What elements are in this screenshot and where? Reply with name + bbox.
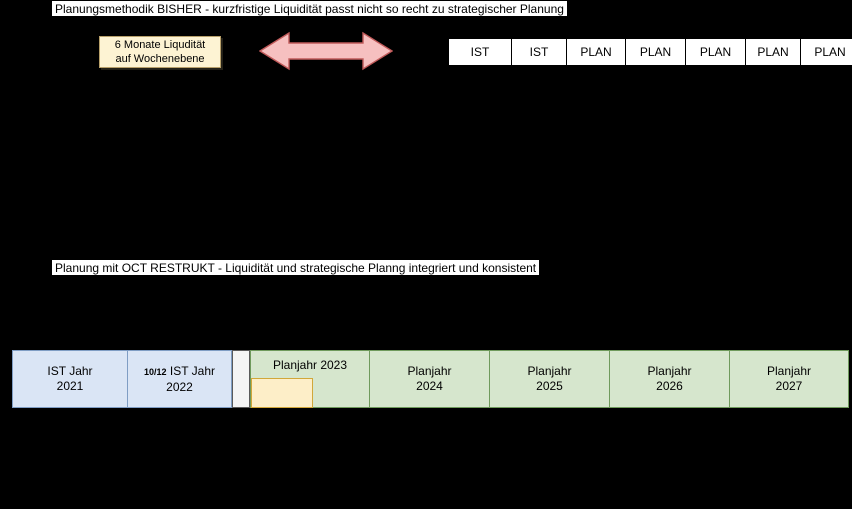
timeline-segment-prefix: 10/12 — [143, 366, 167, 377]
period-cell-2[interactable]: PLAN — [567, 39, 626, 65]
timeline-segment-year: 2022 — [166, 379, 193, 394]
period-cell-5[interactable]: PLAN — [746, 39, 801, 65]
timeline-segment-gap[interactable] — [232, 350, 250, 408]
period-header-row: IST IST PLAN PLAN PLAN PLAN PLAN — [448, 38, 852, 66]
timeline-segment-line1: Planjahr — [527, 364, 571, 379]
timeline-segment-title: Planjahr — [647, 364, 692, 378]
timeline-segment-line1: Planjahr — [767, 364, 811, 379]
timeline-segment-title: Planjahr — [766, 364, 812, 378]
period-cell-label: PLAN — [699, 45, 732, 59]
timeline-segment-line1: 10/12 IST Jahr — [144, 364, 215, 380]
period-cell-1[interactable]: IST — [512, 39, 567, 65]
timeline-segment-line1: Planjahr — [647, 364, 691, 379]
timeline-segment-title: Planjahr — [407, 364, 452, 378]
period-cell-label: PLAN — [814, 45, 846, 59]
timeline-segment-title: Planjahr 2023 — [272, 358, 348, 372]
period-cell-label: PLAN — [639, 45, 672, 59]
period-cell-label: IST — [529, 45, 549, 59]
timeline-segment-year: 2021 — [56, 379, 84, 393]
double-headed-arrow — [258, 31, 394, 71]
period-cell-3[interactable]: PLAN — [626, 39, 686, 65]
period-cell-label: PLAN — [580, 45, 612, 59]
period-cell-label: PLAN — [757, 45, 789, 59]
period-cell-label: IST — [470, 45, 490, 59]
timeline-segment-title: IST Jahr — [47, 364, 93, 378]
period-cell-4[interactable]: PLAN — [686, 39, 746, 65]
period-cell-6[interactable]: PLAN — [801, 39, 852, 65]
liquidity-weekly-block — [251, 378, 313, 408]
headline-restrukt: Planung mit OCT RESTRUKT - Liquidität un… — [51, 259, 541, 276]
timeline-segment-line1: Planjahr — [407, 364, 451, 379]
timeline-segment-year: 2027 — [775, 379, 803, 393]
timeline-segment-line1: IST Jahr — [47, 364, 92, 379]
timeline-segment-line1: Planjahr 2023 — [273, 358, 347, 373]
timeline-segment-year: 2024 — [416, 379, 443, 393]
timeline-segment-year: 2025 — [536, 379, 563, 393]
double-headed-arrow-icon — [258, 31, 394, 71]
timeline-segment-title: IST Jahr — [169, 363, 215, 378]
liquidity-callout-box: 6 Monate Liqudität auf Wochenebene — [99, 36, 221, 68]
liquidity-callout-line1: 6 Monate Liqudität — [114, 39, 206, 51]
liquidity-callout-line2: auf Wochenebene — [115, 53, 205, 65]
timeline-segment-title: Planjahr — [527, 364, 572, 378]
period-cell-0[interactable]: IST — [449, 39, 512, 65]
timeline-segment-year: 2026 — [656, 379, 683, 393]
headline-bisher: Planungsmethodik BISHER - kurzfristige L… — [51, 0, 568, 17]
timeline-segment-plan-planjahr-2023[interactable]: Planjahr 2023 — [250, 350, 370, 408]
